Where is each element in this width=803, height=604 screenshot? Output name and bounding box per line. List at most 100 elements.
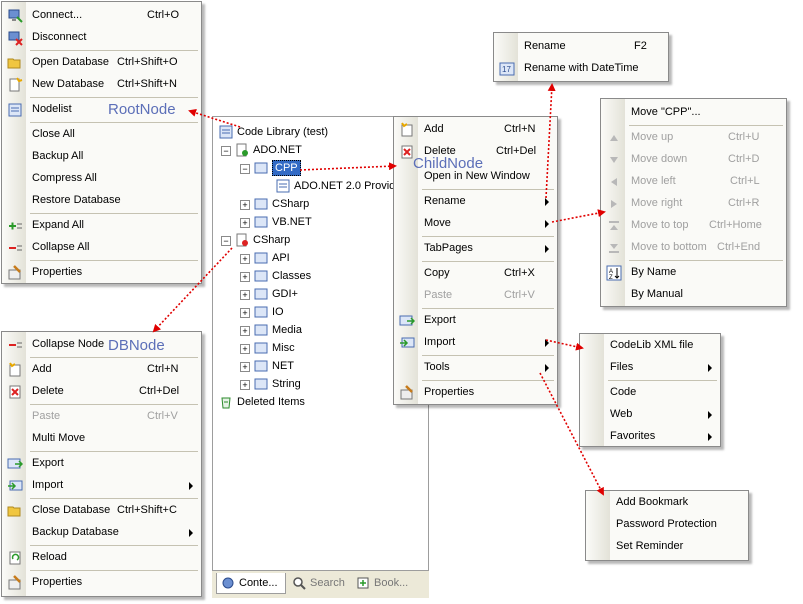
export-icon — [7, 458, 23, 469]
menu-item-open-new-window[interactable]: Open in New Window — [424, 170, 530, 182]
submenu-arrow-icon — [545, 198, 549, 206]
menu-item-codelib-xml[interactable]: CodeLib XML file — [610, 339, 694, 351]
menu-item-import[interactable]: Import — [2, 476, 201, 496]
menu-item-favorites[interactable]: Favorites — [580, 427, 720, 447]
arrow-up-icon — [610, 135, 618, 141]
submenu-arrow-icon — [708, 433, 712, 441]
menu-item-collapse-node[interactable]: Collapse Node — [2, 335, 201, 355]
menu-item-web[interactable]: Web — [580, 405, 720, 425]
menu-item-disconnect[interactable]: Disconnect — [2, 28, 201, 48]
expand-toggle-icon[interactable]: + — [240, 254, 250, 264]
folder-node-icon — [254, 360, 268, 372]
menu-item-properties[interactable]: Properties — [2, 263, 201, 283]
menu-item-properties[interactable]: Properties — [394, 383, 557, 403]
expand-toggle-icon[interactable]: + — [240, 218, 250, 228]
expand-toggle-icon[interactable]: + — [240, 200, 250, 210]
folder-node-icon — [254, 216, 268, 228]
menu-item-by-manual[interactable]: By Manual — [631, 288, 683, 300]
menu-item-close-all[interactable]: Close All — [32, 128, 75, 140]
submenu-arrow-icon — [545, 339, 549, 347]
menu-item-backup-all[interactable]: Backup All — [32, 150, 84, 162]
tab-bookmarks[interactable]: Book... — [352, 573, 420, 593]
menu-item-move[interactable]: Move — [394, 214, 557, 234]
submenu-arrow-icon — [708, 411, 712, 419]
expand-toggle-icon[interactable]: + — [240, 290, 250, 300]
menu-item-collapse-all[interactable]: Collapse All — [2, 238, 201, 258]
export-icon — [399, 315, 415, 326]
menu-item-add-bookmark[interactable]: Add Bookmark — [616, 496, 689, 508]
menu-item-password-protection[interactable]: Password Protection — [616, 518, 717, 530]
bookmark-icon — [357, 577, 369, 589]
new-database-icon — [9, 77, 23, 92]
menu-item-tools[interactable]: Tools — [394, 358, 557, 378]
expand-all-icon — [9, 222, 22, 230]
menu-item-export[interactable]: Export — [394, 311, 557, 331]
menu-item-nodelist[interactable]: Nodelist — [2, 100, 201, 120]
expand-toggle-icon[interactable]: + — [240, 308, 250, 318]
database-icon — [236, 233, 248, 247]
collapse-toggle-icon[interactable]: − — [221, 236, 231, 246]
menu-item-rename[interactable]: Rename — [394, 192, 557, 212]
menu-item-export[interactable]: Export — [2, 454, 201, 474]
expand-toggle-icon[interactable]: + — [240, 326, 250, 336]
expand-toggle-icon[interactable]: + — [240, 362, 250, 372]
folder-node-icon — [254, 198, 268, 210]
menu-item-multi-move[interactable]: Multi Move — [32, 432, 86, 444]
properties-icon — [8, 265, 21, 280]
import-submenu: CodeLib XML file Files Code Web Favorite… — [579, 333, 721, 447]
tab-search[interactable]: Search — [288, 573, 350, 593]
tab-contents[interactable]: Conte... — [216, 573, 286, 594]
menu-item-compress-all[interactable]: Compress All — [32, 172, 97, 184]
folder-node-icon — [254, 342, 268, 354]
svg-text:A: A — [609, 269, 613, 275]
svg-text:17: 17 — [502, 65, 511, 74]
search-icon — [293, 577, 306, 590]
menu-item-files[interactable]: Files — [580, 358, 720, 378]
menu-item-set-reminder[interactable]: Set Reminder — [616, 540, 684, 552]
collapse-toggle-icon[interactable]: − — [221, 146, 231, 156]
svg-text:Z: Z — [609, 275, 613, 281]
expand-toggle-icon[interactable]: + — [240, 380, 250, 390]
collapse-toggle-icon[interactable]: − — [240, 164, 250, 174]
menu-item-tabpages[interactable]: TabPages — [394, 239, 557, 259]
expand-toggle-icon[interactable]: + — [240, 344, 250, 354]
menu-item-move-cpp[interactable]: Move "CPP"... — [631, 106, 701, 118]
menu-item-backup-database[interactable]: Backup Database — [2, 523, 201, 543]
expand-toggle-icon[interactable]: + — [240, 272, 250, 282]
library-icon — [219, 125, 233, 139]
menu-item-properties[interactable]: Properties — [2, 573, 201, 593]
add-icon — [9, 362, 21, 377]
menu-item-connect[interactable]: Connect...Ctrl+O — [2, 6, 201, 26]
menu-item-reload[interactable]: Reload — [2, 548, 201, 568]
collapse-node-icon — [9, 342, 22, 348]
tools-submenu: Add Bookmark Password Protection Set Rem… — [585, 490, 749, 561]
add-icon — [401, 122, 413, 137]
menu-item-expand-all[interactable]: Expand All — [2, 216, 201, 236]
properties-icon — [8, 575, 21, 590]
menu-item-import[interactable]: Import — [394, 333, 557, 353]
menu-item-restore-database[interactable]: Restore Database — [32, 194, 121, 206]
folder-icon — [7, 506, 21, 517]
menu-item-rename-datetime[interactable]: 17 Rename with DateTime — [494, 59, 668, 79]
menu-item-code[interactable]: Code — [610, 386, 637, 398]
